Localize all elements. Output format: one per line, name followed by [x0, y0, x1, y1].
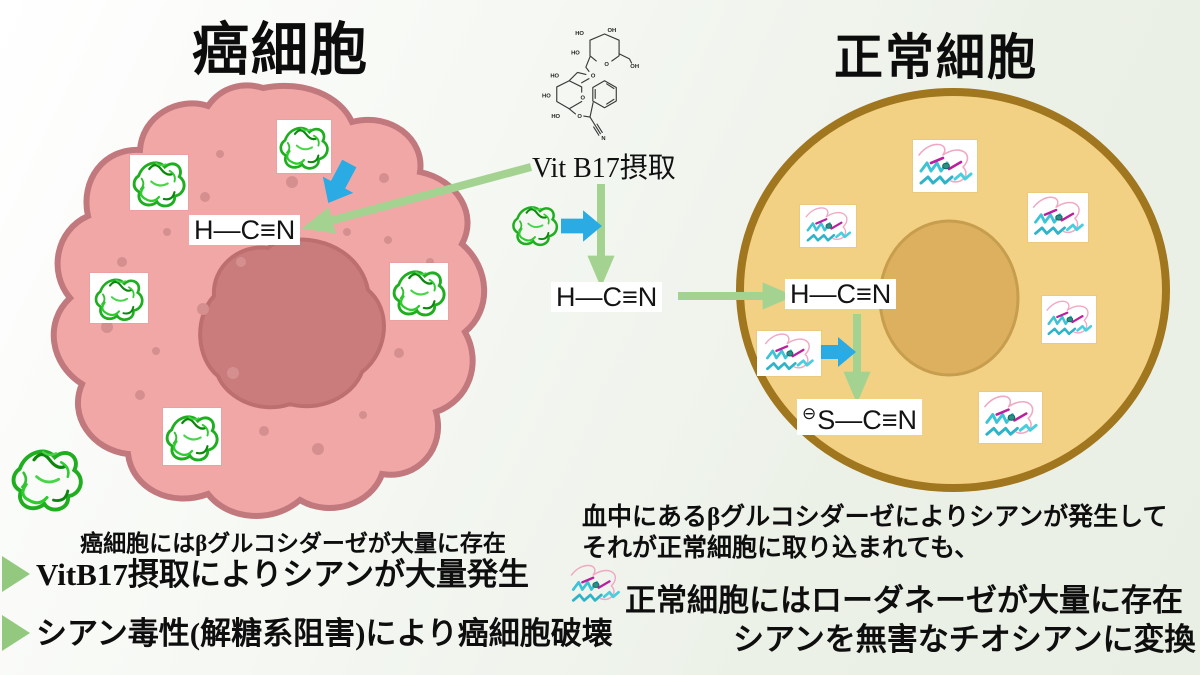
hcn-label-normal: H―C≡N — [785, 279, 897, 309]
vitb17-intake-label: Vit B17摂取 — [532, 153, 676, 184]
svg-text:OH: OH — [630, 64, 639, 70]
cancer-bullet-1-text: VitB17摂取によりシアンが大量発生 — [36, 557, 529, 592]
vitb17-to-cancer-arrow — [301, 163, 533, 234]
svg-text:HO: HO — [571, 51, 580, 57]
cancer-bullet-2-text: シアン毒性(解糖系阻害)により癌細胞破壊 — [36, 616, 613, 651]
beta-glucosidase-icon — [163, 408, 221, 465]
normal-note-line4: シアンを無害なチオシアンに変換 — [733, 622, 1196, 657]
rhodanese-icon — [757, 331, 821, 376]
beta-glucosidase-icon — [130, 155, 188, 210]
svg-text:HO: HO — [542, 93, 551, 99]
blue-arrow-normal — [817, 337, 856, 367]
rhodanese-icon — [1028, 193, 1088, 242]
rhodanese-icon — [566, 562, 624, 608]
svg-text:OH: OH — [607, 28, 616, 34]
svg-text:O: O — [580, 95, 585, 101]
green-triangle-bullet-icon — [2, 615, 30, 651]
green-triangle-bullet-icon — [2, 556, 30, 592]
beta-glucosidase-icon — [8, 438, 86, 518]
beta-glucosidase-icon — [390, 263, 448, 320]
beta-glucosidase-icon — [507, 201, 563, 248]
cancer-bullet-2: シアン毒性(解糖系阻害)により癌細胞破壊 — [2, 615, 613, 653]
svg-text:HO: HO — [551, 114, 560, 120]
cancer-cell-title: 癌細胞 — [192, 18, 369, 82]
hcn-label-cancer: H―C≡N — [189, 215, 301, 245]
normal-cell-title: 正常細胞 — [834, 31, 1039, 85]
svg-text:HO: HO — [550, 74, 559, 80]
rhodanese-icon — [800, 205, 856, 247]
normal-note-line2: それが正常細胞に取り込まれても、 — [582, 535, 980, 562]
cancer-note-headline: 癌細胞にはβグルコシダーゼが大量に存在 — [80, 531, 506, 556]
normal-nucleus — [878, 219, 1020, 377]
beta-glucosidase-icon — [90, 273, 148, 323]
rhodanese-icon — [1042, 296, 1096, 343]
normal-note-line3: 正常細胞にはローダネーゼが大量に存在 — [625, 583, 1183, 618]
cancer-bullet-1: VitB17摂取によりシアンが大量発生 — [2, 556, 529, 594]
svg-text:O: O — [577, 114, 582, 120]
thiocyanate-label: ⊖S―C≡N — [797, 399, 923, 435]
cancer-nucleus — [198, 237, 386, 410]
normal-note-line1: 血中にあるβグルコシダーゼによりシアンが発生して — [582, 504, 1168, 531]
svg-text:N: N — [601, 136, 605, 142]
beta-glucosidase-icon — [277, 120, 331, 173]
svg-text:HO: HO — [575, 31, 584, 37]
svg-text:O: O — [591, 74, 596, 80]
rhodanese-icon — [913, 140, 977, 192]
blue-arrow-center — [561, 210, 602, 242]
rhodanese-icon — [979, 392, 1042, 443]
amygdalin-structure-icon: HO OH HO OH O O HO HO HO O O N — [542, 28, 639, 142]
svg-text:O: O — [604, 62, 609, 68]
negative-charge-symbol: ⊖ — [802, 404, 817, 423]
hcn-label-center: H―C≡N — [551, 282, 663, 312]
